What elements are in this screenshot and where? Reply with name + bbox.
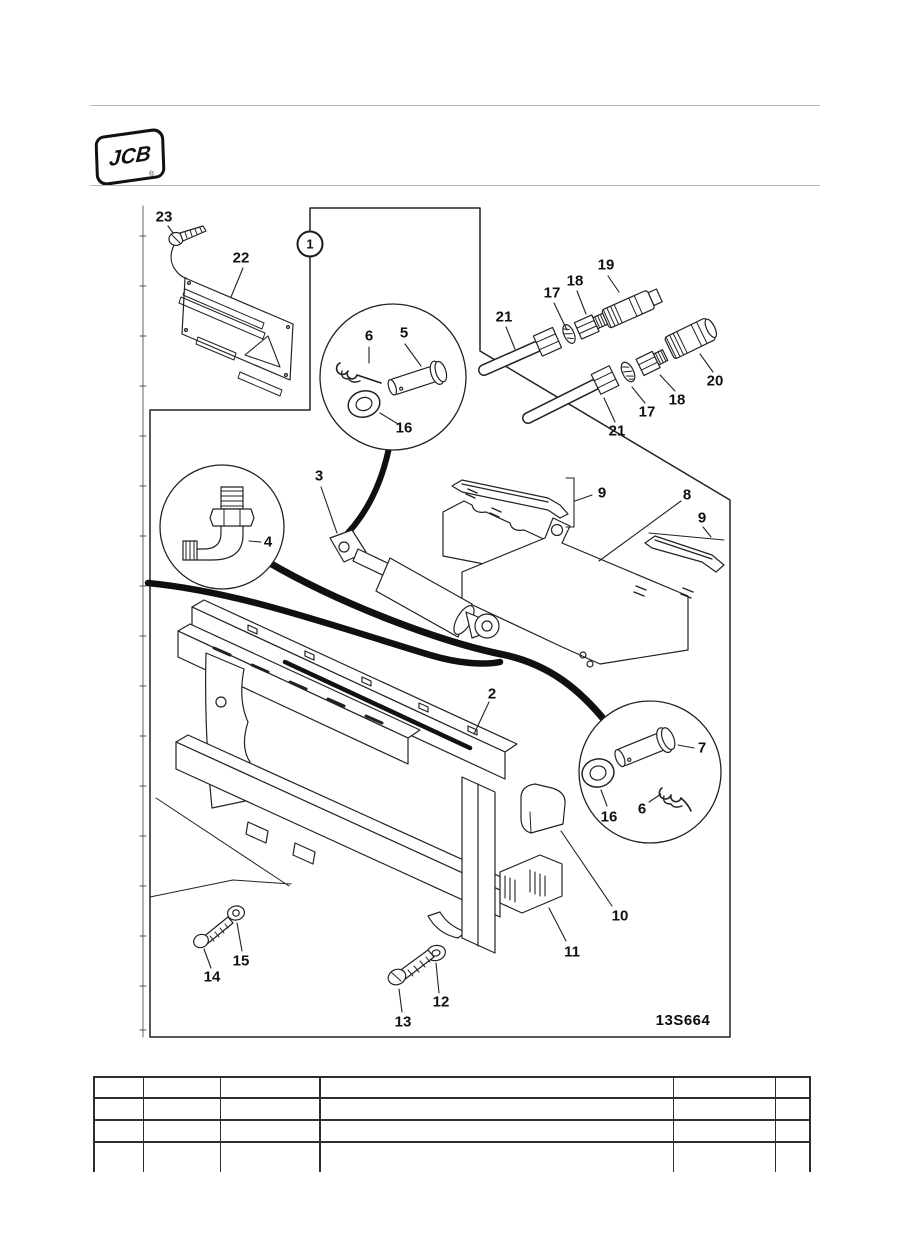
table-grid-line [93, 1119, 811, 1121]
fitting-18-lower [635, 349, 669, 377]
fold-tick-line [139, 205, 147, 1038]
table-grid-line [93, 1141, 811, 1143]
fitting-19 [601, 288, 663, 329]
leader-lines [167, 225, 714, 1013]
fitting-17-lower [620, 361, 636, 383]
part-label-19: 19 [597, 256, 615, 274]
diagram-frame [149, 207, 731, 1038]
table-grid-line [93, 1076, 95, 1172]
part-label-23: 23 [155, 208, 173, 226]
table-grid-line [143, 1076, 145, 1172]
part-label-5: 5 [399, 324, 409, 342]
detail-circle-elbow [159, 464, 285, 590]
carriage-art [149, 599, 518, 954]
part-label-8: 8 [682, 486, 692, 504]
part-label-3: 3 [314, 467, 324, 485]
part-label-13: 13 [394, 1013, 412, 1031]
hose-fittings-art [478, 288, 718, 424]
header-divider-bottom [90, 185, 820, 186]
part-label-14: 14 [203, 968, 221, 986]
small-parts-art [193, 783, 566, 986]
part-label-1: 1 [296, 230, 324, 258]
part-label-18: 18 [668, 391, 686, 409]
part-label-21: 21 [495, 308, 513, 326]
part-label-20: 20 [706, 372, 724, 390]
part-label-21: 21 [608, 422, 626, 440]
part-label-6: 6 [637, 800, 647, 818]
figure-number: 13S664 [655, 1012, 711, 1029]
part-label-7: 7 [697, 739, 707, 757]
table-grid-line [220, 1076, 222, 1172]
backplate-art [442, 479, 725, 668]
part-label-15: 15 [232, 952, 250, 970]
fitting-20 [664, 317, 718, 359]
table-grid-line [93, 1097, 811, 1099]
part-label-2: 2 [487, 685, 497, 703]
part-label-18: 18 [566, 272, 584, 290]
table-grid-line [673, 1076, 675, 1172]
detail-circle-pin-upper [319, 303, 467, 451]
decal-art [168, 225, 294, 397]
table-grid-line [93, 1076, 811, 1078]
part-label-4: 4 [263, 533, 273, 551]
part-label-9: 9 [697, 509, 707, 527]
table-grid-line [775, 1076, 777, 1172]
table-grid-line [809, 1076, 811, 1172]
detail-circle-pin-lower [578, 700, 722, 844]
part-label-6: 6 [364, 327, 374, 345]
part-label-22: 22 [232, 249, 250, 267]
ram-art [329, 529, 500, 639]
header-divider-top [90, 105, 820, 106]
part-label-11: 11 [564, 943, 580, 961]
part-label-12: 12 [432, 993, 450, 1011]
table-grid-line [319, 1076, 321, 1172]
part-label-9: 9 [597, 484, 607, 502]
registered-trademark: ® [149, 171, 155, 178]
part-label-17: 17 [638, 403, 656, 421]
part-label-16: 16 [395, 419, 413, 437]
part-label-17: 17 [543, 284, 561, 302]
fitting-17-upper [562, 324, 576, 344]
part-label-10: 10 [611, 907, 629, 925]
part-label-16: 16 [600, 808, 618, 826]
